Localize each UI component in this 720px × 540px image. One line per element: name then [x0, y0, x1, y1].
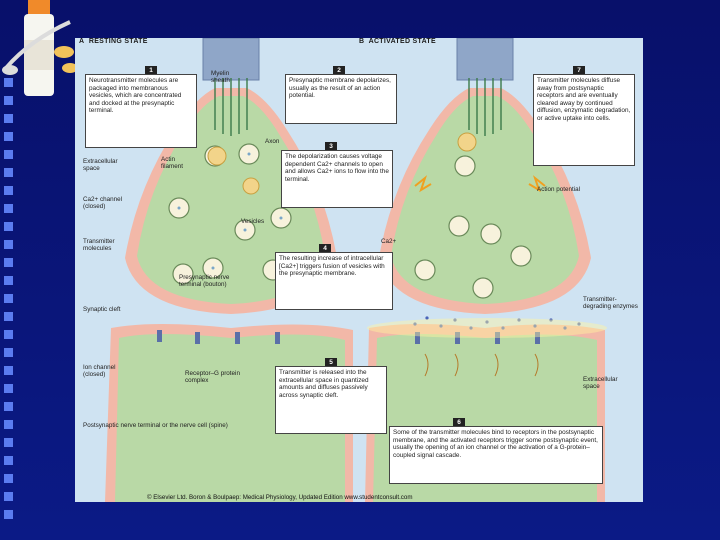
label-actin-filament: Actin filament [161, 156, 195, 171]
section-b-title: ACTIVATED STATE [369, 38, 436, 45]
section-b-letter: B [359, 38, 364, 45]
label-transmitter-molecules: Transmitter molecules [83, 238, 135, 253]
label-synaptic-cleft: Synaptic cleft [83, 306, 123, 313]
label-transmitter-degrading-enzymes: Transmitter-degrading enzymes [583, 296, 641, 311]
section-a-letter: A [79, 38, 84, 45]
label-action-potential: Action potential [537, 186, 581, 193]
label-ca-channel: Ca2+ channel (closed) [83, 196, 127, 211]
label-vesicles: Vesicles [241, 218, 264, 225]
label-receptor-g-protein: Receptor–G protein complex [185, 370, 245, 385]
label-ion-channel: Ion channel (closed) [83, 364, 127, 379]
label-myelin-sheath: Myelin sheath [211, 70, 247, 85]
label-presynaptic-terminal: Presynaptic nerve terminal (bouton) [179, 274, 239, 289]
label-postsynaptic-terminal: Postsynaptic nerve terminal or the nerve… [83, 422, 243, 429]
label-ca2plus: Ca2+ [381, 238, 396, 245]
section-a-title: RESTING STATE [89, 38, 148, 45]
step-5-box: Transmitter is released into the extrace… [275, 366, 387, 434]
bullet-strip [4, 78, 14, 528]
step-4-box: The resulting increase of intracellular … [275, 252, 393, 310]
step-7-box: Transmitter molecules diffuse away from … [533, 74, 635, 166]
section-a-header: A RESTING STATE [79, 38, 148, 45]
step-3-box: The depolarization causes voltage depend… [281, 150, 393, 208]
synapse-figure: A RESTING STATE B ACTIVATED STATE 1 Neur… [75, 38, 643, 502]
label-extracellular-space: Extracellular space [83, 158, 135, 173]
section-b-header: B ACTIVATED STATE [359, 38, 436, 45]
step-2-box: Presynaptic membrane depolarizes, usuall… [285, 74, 397, 124]
copyright-line: © Elsevier Ltd. Boron & Boulpaep: Medica… [147, 494, 413, 501]
label-extracellular-space-b: Extracellular space [583, 376, 635, 391]
step-1-box: Neurotransmitter molecules are packaged … [85, 74, 197, 148]
step-6-box: Some of the transmitter molecules bind t… [389, 426, 603, 484]
label-axon: Axon [265, 138, 279, 145]
